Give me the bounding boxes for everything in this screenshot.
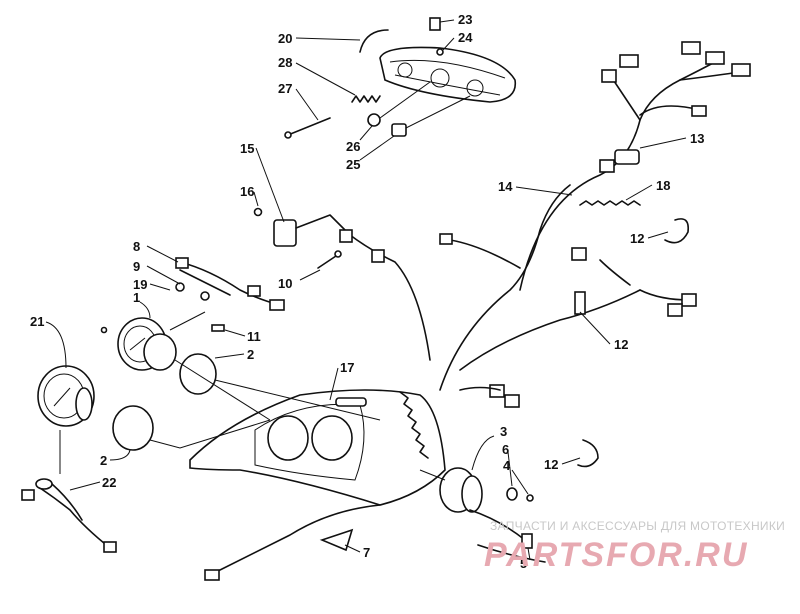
harness-lower <box>204 504 533 581</box>
gauge-3 <box>419 467 483 513</box>
callout-13: 13 <box>690 131 704 146</box>
ring-2-upper <box>179 353 217 395</box>
gauge-1 <box>117 317 177 371</box>
screw-16 <box>253 207 263 217</box>
callout-15: 15 <box>240 141 254 156</box>
callout-7: 7 <box>363 545 370 560</box>
nut-4 <box>526 494 534 502</box>
gauge-21 <box>37 365 95 427</box>
bracket-15 <box>273 214 431 361</box>
callout-12-right: 12 <box>544 457 558 472</box>
callout-2-upper: 2 <box>247 347 254 362</box>
callout-4: 4 <box>503 458 511 473</box>
callout-12-mid: 12 <box>614 337 628 352</box>
callouts: 20 23 24 28 27 26 25 13 14 18 15 16 12 1… <box>30 12 704 571</box>
callout-12-top: 12 <box>630 231 644 246</box>
connector-plug <box>619 54 639 68</box>
adjust-screw-27 <box>284 117 331 139</box>
callout-16: 16 <box>240 184 254 199</box>
callout-11: 11 <box>247 329 261 344</box>
wiring-harness-13 <box>519 41 751 291</box>
washer-6 <box>506 487 518 501</box>
headlight-housing <box>379 46 517 103</box>
harness-22 <box>21 478 117 553</box>
callout-5: 5 <box>520 556 527 571</box>
callout-20: 20 <box>278 31 292 46</box>
harness-branch-14 <box>439 184 697 408</box>
bolt-10 <box>317 250 342 269</box>
callout-24: 24 <box>458 30 473 45</box>
decal-7 <box>319 528 354 552</box>
callout-21: 21 <box>30 314 44 329</box>
bulb-11 <box>211 324 225 332</box>
callout-1: 1 <box>133 290 140 305</box>
bulb-26 <box>367 81 431 127</box>
callout-17: 17 <box>340 360 354 375</box>
cable-sleeve-18 <box>579 200 641 206</box>
socket-25 <box>391 95 471 137</box>
dash-panel-17 <box>189 389 446 506</box>
ring-2-lower <box>112 405 154 451</box>
screw-19 <box>100 326 108 334</box>
callout-9: 9 <box>133 259 140 274</box>
screw-24 <box>436 48 444 56</box>
callout-25: 25 <box>346 157 360 172</box>
spring-28 <box>351 95 381 103</box>
callout-28: 28 <box>278 55 292 70</box>
trim-strip-20 <box>359 29 389 53</box>
clip-23 <box>429 17 441 31</box>
callout-19: 19 <box>133 277 147 292</box>
callout-27: 27 <box>278 81 292 96</box>
callout-3: 3 <box>500 424 507 439</box>
gauge-harness-8 <box>175 257 285 311</box>
watermark-tagline: ЗАПЧАСТИ И АКСЕССУАРЫ ДЛЯ МОТОТЕХНИКИ <box>490 519 785 533</box>
callout-14: 14 <box>498 179 513 194</box>
cable-5 <box>477 544 546 563</box>
callout-23: 23 <box>458 12 472 27</box>
watermark-brand: PARTSFOR.RU <box>484 536 748 574</box>
clamp-12-right <box>577 439 599 468</box>
bulb-9 <box>175 282 210 301</box>
callout-10: 10 <box>278 276 292 291</box>
callout-26: 26 <box>346 139 360 154</box>
callout-6: 6 <box>502 442 509 457</box>
callout-18: 18 <box>656 178 670 193</box>
callout-2-lower: 2 <box>100 453 107 468</box>
callout-22: 22 <box>102 475 116 490</box>
clamp-12-top <box>664 218 690 244</box>
callout-8: 8 <box>133 239 140 254</box>
watermark: ЗАПЧАСТИ И АКСЕССУАРЫ ДЛЯ МОТОТЕХНИКИ PA… <box>484 519 785 574</box>
